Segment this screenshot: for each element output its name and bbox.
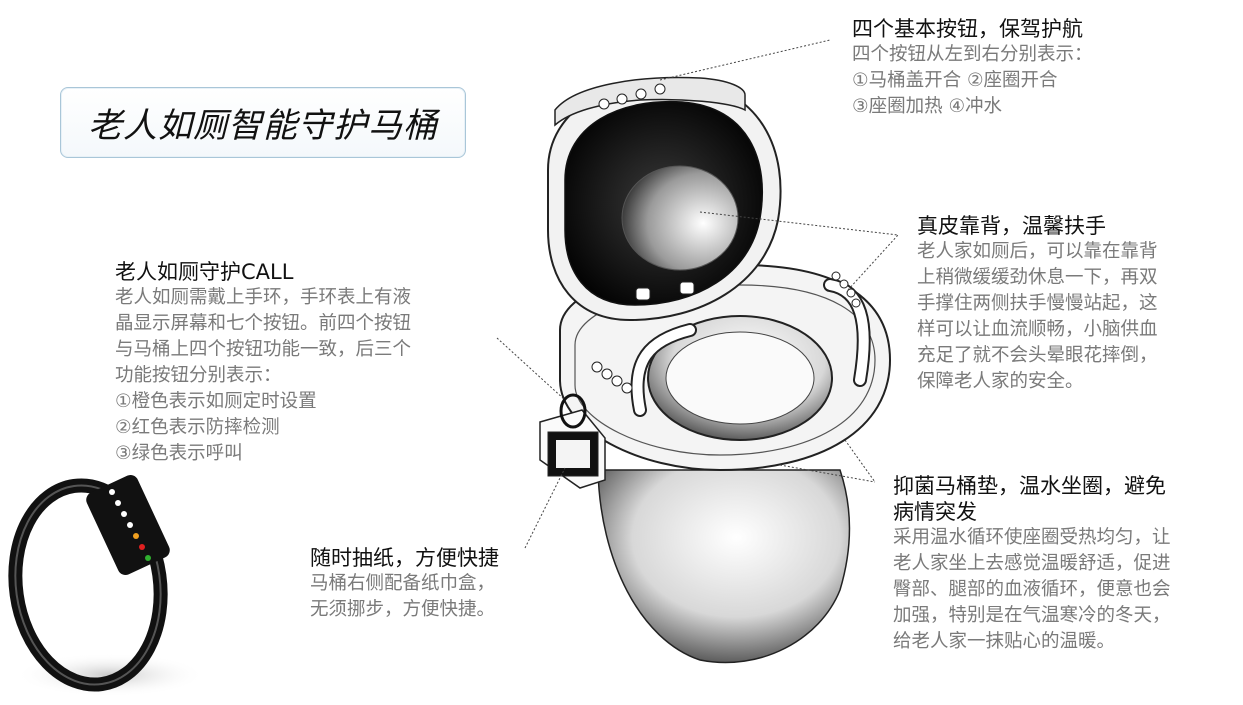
annotation-line: 采用温水循环使座圈受热均匀，让 [893,527,1171,548]
annotation-tissue: 随时抽纸，方便快捷 马桶右侧配备纸巾盒， 无须挪步，方便快捷。 [310,545,499,623]
annotation-heading: 抑菌马桶垫，温水坐圈，避免 [893,474,1166,498]
annotation-line: ①马桶盖开合 ②座圈开合 [852,70,1058,91]
annotation-line: 马桶右侧配备纸巾盒， [310,573,496,594]
annotation-line: ②红色表示防摔检测 [115,417,280,438]
annotation-line: 老人家坐上去感觉温暖舒适，促进 [893,553,1171,574]
annotation-heading: 四个基本按钮，保驾护航 [852,17,1083,41]
annotation-line: ③座圈加热 ④冲水 [852,96,1003,117]
annotation-call: 老人如厕守护CALL 老人如厕需戴上手环，手环表上有液 晶显示屏幕和七个按钮。前… [115,259,411,467]
annotation-line: 无须挪步，方便快捷。 [310,599,496,620]
annotation-line: 功能按钮分别表示： [115,365,282,386]
annotation-line: 保障老人家的安全。 [917,371,1084,392]
annotation-line: 老人如厕需戴上手环，手环表上有液 [115,287,412,308]
smart-toilet-illustration [539,76,892,664]
annotation-buttons: 四个基本按钮，保驾护航 四个按钮从左到右分别表示： ①马桶盖开合 ②座圈开合 ③… [852,16,1093,120]
annotation-line: 给老人家一抹贴心的温暖。 [893,631,1116,652]
annotation-line: 手撑住两侧扶手慢慢站起，这 [917,293,1158,314]
annotation-line: 老人家如厕后，可以靠在靠背 [917,241,1158,262]
tissue-box-illustration [539,393,606,489]
title-box: 老人如厕智能守护马桶 [60,87,466,158]
page-title: 老人如厕智能守护马桶 [88,106,438,146]
annotation-seat: 抑菌马桶垫，温水坐圈，避免 病情突发 采用温水循环使座圈受热均匀，让 老人家坐上… [893,473,1171,655]
annotation-line: 臀部、腿部的血液循环，便意也会 [893,579,1171,600]
annotation-backrest: 真皮靠背，温馨扶手 老人家如厕后，可以靠在靠背 上稍微缓缓劲休息一下，再双 手撑… [917,213,1158,395]
annotation-line: 四个按钮从左到右分别表示： [852,44,1093,65]
annotation-line: 加强，特别是在气温寒冷的冬天， [893,605,1171,626]
annotation-heading: 随时抽纸，方便快捷 [310,546,499,570]
annotation-line: 与马桶上四个按钮功能一致，后三个 [115,339,412,360]
annotation-line: 晶显示屏幕和七个按钮。前四个按钮 [115,313,412,334]
annotation-heading: 病情突发 [893,500,977,524]
wristband-illustration [8,475,205,697]
annotation-line: ③绿色表示呼叫 [115,443,243,464]
annotation-line: 上稍微缓缓劲休息一下，再双 [917,267,1158,288]
annotation-heading: 真皮靠背，温馨扶手 [917,214,1106,238]
leader-lines [496,39,899,549]
annotation-heading: 老人如厕守护CALL [115,260,294,284]
annotation-line: 样可以让血流顺畅，小脑供血 [917,319,1158,340]
annotation-line: ①橙色表示如厕定时设置 [115,391,317,412]
annotation-line: 充足了就不会头晕眼花摔倒， [917,345,1158,366]
